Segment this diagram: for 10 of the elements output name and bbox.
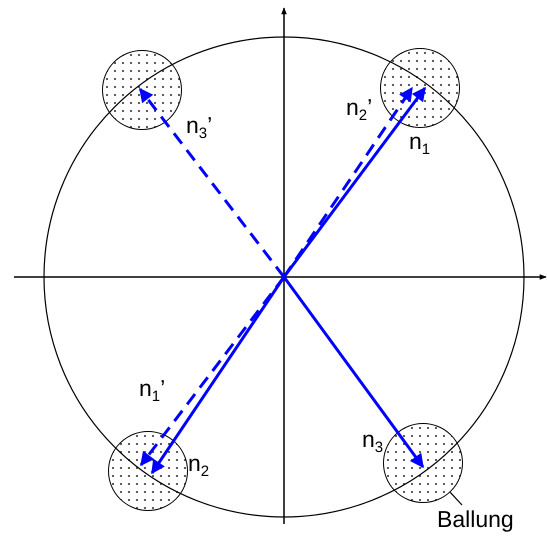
cluster-label: Ballung: [437, 508, 514, 531]
vector-arrow: [282, 276, 424, 468]
edge-label: n$_{2}$’: [346, 96, 372, 123]
leader-line: [450, 492, 462, 506]
edge-label: n$_{1}$’: [139, 377, 166, 404]
edge-label: n$_{3}$’: [186, 114, 212, 141]
edge-label: n$_{1}$: [409, 130, 430, 157]
vector-arrow: [138, 88, 286, 278]
edge-label: n$_{3}$: [362, 428, 384, 455]
edge-label: n$_{2}$: [188, 452, 210, 479]
